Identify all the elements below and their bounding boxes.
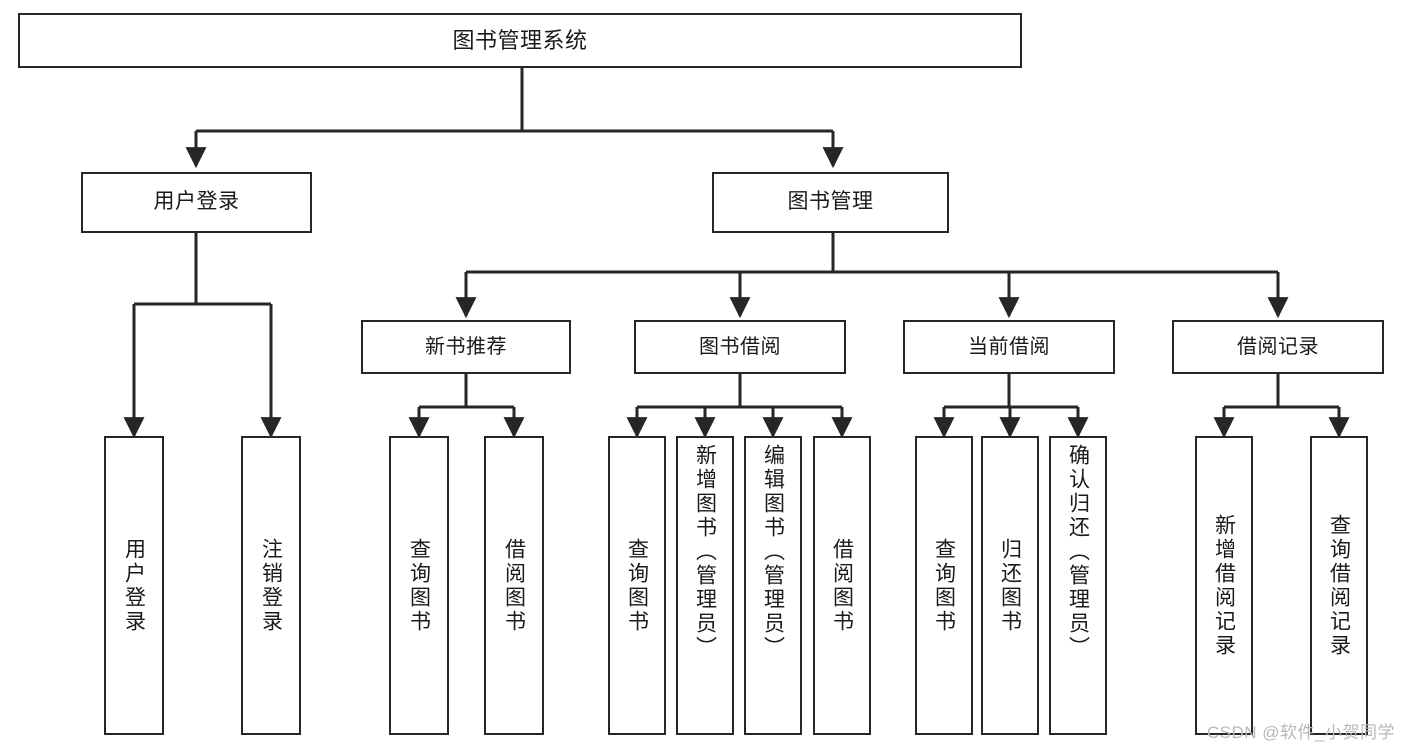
leaf-book-borrow-edit-book-admin[interactable]: 编辑图书（管理员） (744, 436, 802, 735)
leaf-book-borrow-query-book[interactable]: 查询图书 (608, 436, 666, 735)
leaf-user-login-login[interactable]: 用户登录 (104, 436, 164, 735)
leaf-user-login-logout-label: 注销登录 (259, 537, 283, 634)
node-current-borrow[interactable]: 当前借阅 (903, 320, 1115, 374)
node-book-borrow-label: 图书借阅 (699, 335, 781, 358)
leaf-book-borrow-query-book-label: 查询图书 (625, 537, 649, 634)
leaf-borrow-record-query-record[interactable]: 查询借阅记录 (1310, 436, 1368, 735)
leaf-current-borrow-return-book[interactable]: 归还图书 (981, 436, 1039, 735)
node-root-label: 图书管理系统 (452, 27, 588, 53)
node-user-login[interactable]: 用户登录 (81, 172, 312, 233)
node-user-login-label: 用户登录 (153, 190, 240, 214)
node-book-management[interactable]: 图书管理 (712, 172, 949, 233)
node-current-borrow-label: 当前借阅 (968, 335, 1050, 358)
leaf-book-borrow-borrow-book[interactable]: 借阅图书 (813, 436, 871, 735)
leaf-book-borrow-add-book-admin-label: 新增图书（管理员） (693, 444, 717, 660)
leaf-current-borrow-confirm-return-admin-label: 确认归还（管理员） (1066, 444, 1090, 660)
node-new-book-recommend[interactable]: 新书推荐 (361, 320, 571, 374)
leaf-current-borrow-confirm-return-admin[interactable]: 确认归还（管理员） (1049, 436, 1107, 735)
leaf-borrow-record-add-record-label: 新增借阅记录 (1212, 513, 1236, 658)
node-book-management-label: 图书管理 (787, 190, 874, 214)
node-new-book-recommend-label: 新书推荐 (425, 335, 507, 358)
leaf-new-book-borrow-book-label: 借阅图书 (502, 537, 526, 634)
node-borrow-record[interactable]: 借阅记录 (1172, 320, 1384, 374)
leaf-current-borrow-query-book[interactable]: 查询图书 (915, 436, 973, 735)
leaf-book-borrow-add-book-admin[interactable]: 新增图书（管理员） (676, 436, 734, 735)
leaf-new-book-borrow-book[interactable]: 借阅图书 (484, 436, 544, 735)
leaf-borrow-record-add-record[interactable]: 新增借阅记录 (1195, 436, 1253, 735)
leaf-book-borrow-borrow-book-label: 借阅图书 (830, 537, 854, 634)
leaf-user-login-login-label: 用户登录 (122, 537, 146, 634)
leaf-new-book-query-book[interactable]: 查询图书 (389, 436, 449, 735)
node-root-book-management-system[interactable]: 图书管理系统 (18, 13, 1022, 68)
node-book-borrow[interactable]: 图书借阅 (634, 320, 846, 374)
leaf-current-borrow-return-book-label: 归还图书 (998, 537, 1022, 634)
leaf-book-borrow-edit-book-admin-label: 编辑图书（管理员） (761, 444, 785, 660)
node-borrow-record-label: 借阅记录 (1237, 335, 1319, 358)
leaf-current-borrow-query-book-label: 查询图书 (932, 537, 956, 634)
leaf-borrow-record-query-record-label: 查询借阅记录 (1327, 513, 1351, 658)
leaf-new-book-query-book-label: 查询图书 (407, 537, 431, 634)
leaf-user-login-logout[interactable]: 注销登录 (241, 436, 301, 735)
